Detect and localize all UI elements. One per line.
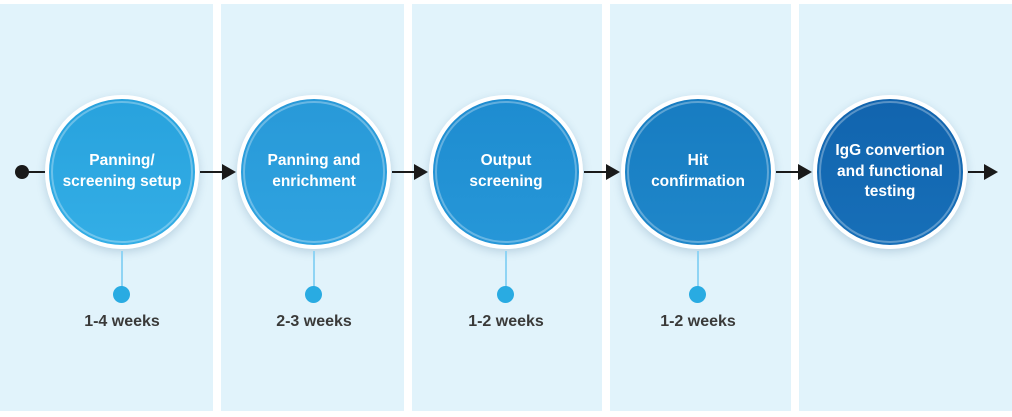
duration-stem-line [505, 251, 507, 288]
step-label: Hit confirmation [651, 152, 745, 190]
duration-dot [113, 286, 130, 303]
duration-label: 1-4 weeks [84, 313, 160, 330]
duration-stem-line [121, 251, 123, 288]
timeline-start-dot [15, 165, 29, 179]
flow-arrow-right-icon [968, 164, 998, 180]
flow-arrow-right-icon [584, 164, 620, 180]
flow-arrow-right-icon [392, 164, 428, 180]
step-circle-igg-convertion-functional-testing: IgG convertion and functional testing [813, 95, 967, 249]
flow-arrow-right-icon [200, 164, 236, 180]
step-circle-output-screening: Output screening [429, 95, 583, 249]
duration-stem-line [697, 251, 699, 288]
timeline-start-line [28, 171, 46, 173]
step-label: Panning/ screening setup [62, 152, 182, 190]
duration-dot [305, 286, 322, 303]
duration-dot [689, 286, 706, 303]
step-label: Output screening [469, 152, 543, 190]
duration-label: 2-3 weeks [276, 313, 352, 330]
step-circle-panning-screening-setup: Panning/ screening setup [45, 95, 199, 249]
step-label: IgG convertion and functional testing [835, 141, 945, 201]
duration-label: 1-2 weeks [468, 313, 544, 330]
step-circle-panning-and-enrichment: Panning and enrichment [237, 95, 391, 249]
flow-arrow-right-icon [776, 164, 812, 180]
duration-label: 1-2 weeks [660, 313, 736, 330]
step-label: Panning and enrichment [267, 152, 361, 190]
duration-stem-line [313, 251, 315, 288]
step-circle-hit-confirmation: Hit confirmation [621, 95, 775, 249]
duration-dot [497, 286, 514, 303]
